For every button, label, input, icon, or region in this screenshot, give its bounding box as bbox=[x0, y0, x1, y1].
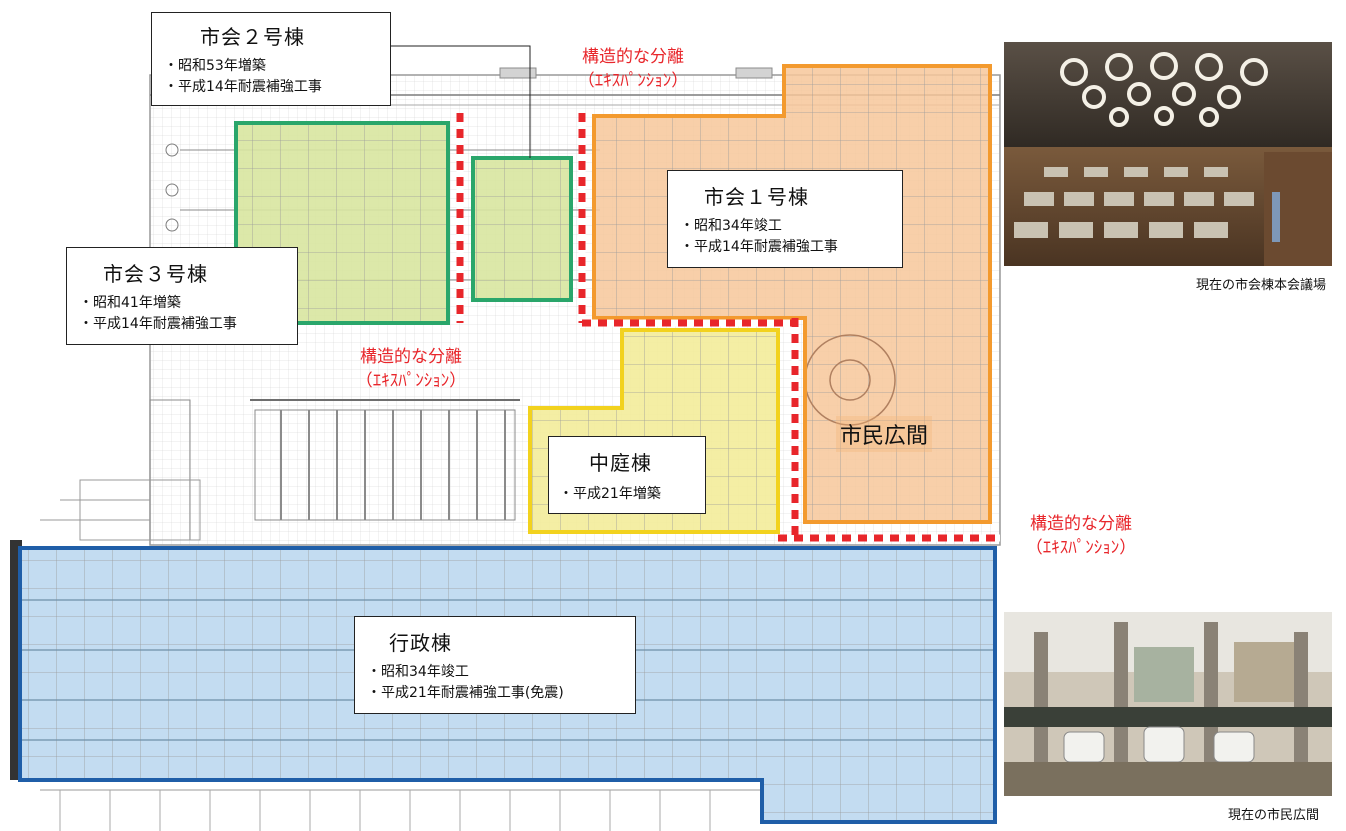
council2-note-2: ・平成14年耐震補強工事 bbox=[164, 79, 322, 95]
council2-name: 市会２号棟 bbox=[200, 25, 305, 49]
council1-label: 市会１号棟 ・昭和34年竣工 ・平成14年耐震補強工事 bbox=[667, 170, 903, 268]
courtyard-note-1: ・平成21年増築 bbox=[559, 486, 661, 502]
separation-note-top: 構造的な分離 （ｴｷｽﾊﾟﾝｼｮﾝ） bbox=[548, 45, 718, 93]
admin-note-2: ・平成21年耐震補強工事(免震) bbox=[367, 685, 564, 701]
courtyard-label: 中庭棟 ・平成21年増築 bbox=[548, 436, 706, 514]
separation-note-top-sub: （ｴｷｽﾊﾟﾝｼｮﾝ） bbox=[577, 71, 689, 91]
admin-label: 行政棟 ・昭和34年竣工 ・平成21年耐震補強工事(免震) bbox=[354, 616, 636, 714]
separation-note-right-title: 構造的な分離 bbox=[1030, 514, 1132, 534]
assembly-hall-caption: 現在の市会棟本会議場 bbox=[1196, 278, 1327, 293]
expansion-joints bbox=[456, 113, 1000, 542]
courtyard-name: 中庭棟 bbox=[589, 451, 652, 475]
separation-note-right: 構造的な分離 （ｴｷｽﾊﾟﾝｼｮﾝ） bbox=[996, 512, 1166, 560]
citizen-hall-photo bbox=[1004, 612, 1332, 796]
council1-name: 市会１号棟 bbox=[704, 185, 809, 209]
council2-building-zone bbox=[471, 156, 573, 302]
admin-note-1: ・昭和34年竣工 bbox=[367, 664, 469, 680]
admin-name: 行政棟 bbox=[389, 631, 452, 655]
separation-note-left-sub: （ｴｷｽﾊﾟﾝｼｮﾝ） bbox=[355, 371, 467, 391]
council3-note-1: ・昭和41年増築 bbox=[79, 295, 181, 311]
council2-leader-line bbox=[391, 45, 531, 158]
citizen-hall-caption: 現在の市民広間 bbox=[1228, 808, 1320, 823]
separation-note-top-title: 構造的な分離 bbox=[582, 47, 684, 67]
council3-label: 市会３号棟 ・昭和41年増築 ・平成14年耐震補強工事 bbox=[66, 247, 298, 345]
separation-note-right-sub: （ｴｷｽﾊﾟﾝｼｮﾝ） bbox=[1025, 538, 1137, 558]
plaza-label: 市民広間 bbox=[836, 416, 933, 452]
council2-note-1: ・昭和53年増築 bbox=[164, 58, 266, 74]
council2-label: 市会２号棟 ・昭和53年増築 ・平成14年耐震補強工事 bbox=[151, 12, 391, 106]
council3-note-2: ・平成14年耐震補強工事 bbox=[79, 316, 237, 332]
assembly-hall-photo bbox=[1004, 42, 1332, 266]
council1-note-2: ・平成14年耐震補強工事 bbox=[680, 239, 838, 255]
council1-note-1: ・昭和34年竣工 bbox=[680, 218, 782, 234]
separation-note-left-title: 構造的な分離 bbox=[360, 347, 462, 367]
council3-name: 市会３号棟 bbox=[103, 262, 208, 286]
separation-note-left: 構造的な分離 （ｴｷｽﾊﾟﾝｼｮﾝ） bbox=[326, 345, 496, 393]
